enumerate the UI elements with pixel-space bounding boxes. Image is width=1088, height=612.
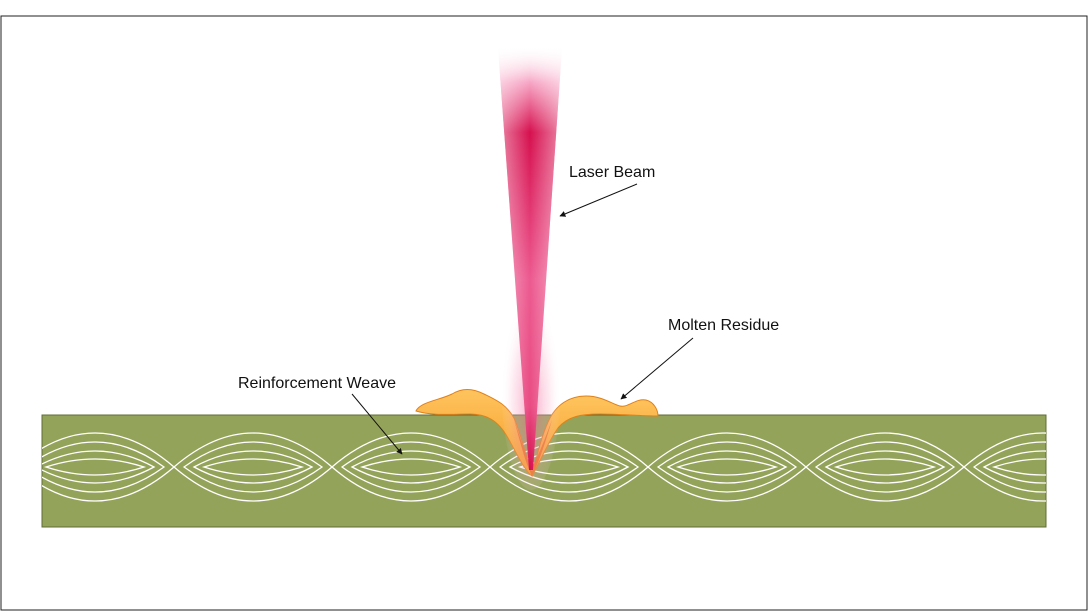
label-reinforcement-weave-group: Reinforcement Weave bbox=[238, 375, 403, 455]
label-molten-residue-group: Molten Residue bbox=[620, 317, 779, 400]
weave-strand bbox=[43, 458, 147, 476]
label-molten-residue: Molten Residue bbox=[668, 317, 779, 334]
weave-strand bbox=[42, 450, 156, 484]
weave-strand bbox=[963, 432, 1046, 502]
weave-strand bbox=[182, 441, 324, 493]
label-laser-beam-group: Laser Beam bbox=[559, 164, 655, 217]
weave-strand bbox=[982, 450, 1046, 484]
label-laser-beam: Laser Beam bbox=[569, 164, 655, 181]
weave-strand bbox=[350, 450, 472, 484]
leader-reinforcement-weave bbox=[351, 393, 403, 455]
laser-beam bbox=[498, 48, 562, 490]
weave-strand bbox=[675, 458, 779, 476]
label-reinforcement-weave: Reinforcement Weave bbox=[238, 375, 396, 392]
weave-strand bbox=[833, 458, 937, 476]
weave-strand bbox=[814, 441, 956, 493]
leader-molten-residue bbox=[620, 337, 694, 400]
weave-strand bbox=[201, 458, 305, 476]
weave-strand bbox=[666, 450, 788, 484]
weave-strand bbox=[656, 441, 798, 493]
weave-strand bbox=[192, 450, 314, 484]
weave-strand bbox=[42, 441, 166, 493]
leader-laser-beam bbox=[559, 183, 638, 217]
weave-strand bbox=[340, 441, 482, 493]
weave-strand bbox=[991, 458, 1046, 476]
weave-strand bbox=[972, 441, 1046, 493]
weave-strand bbox=[824, 450, 946, 484]
beam-edge-highlight bbox=[498, 48, 562, 470]
weave-strand bbox=[359, 458, 463, 476]
